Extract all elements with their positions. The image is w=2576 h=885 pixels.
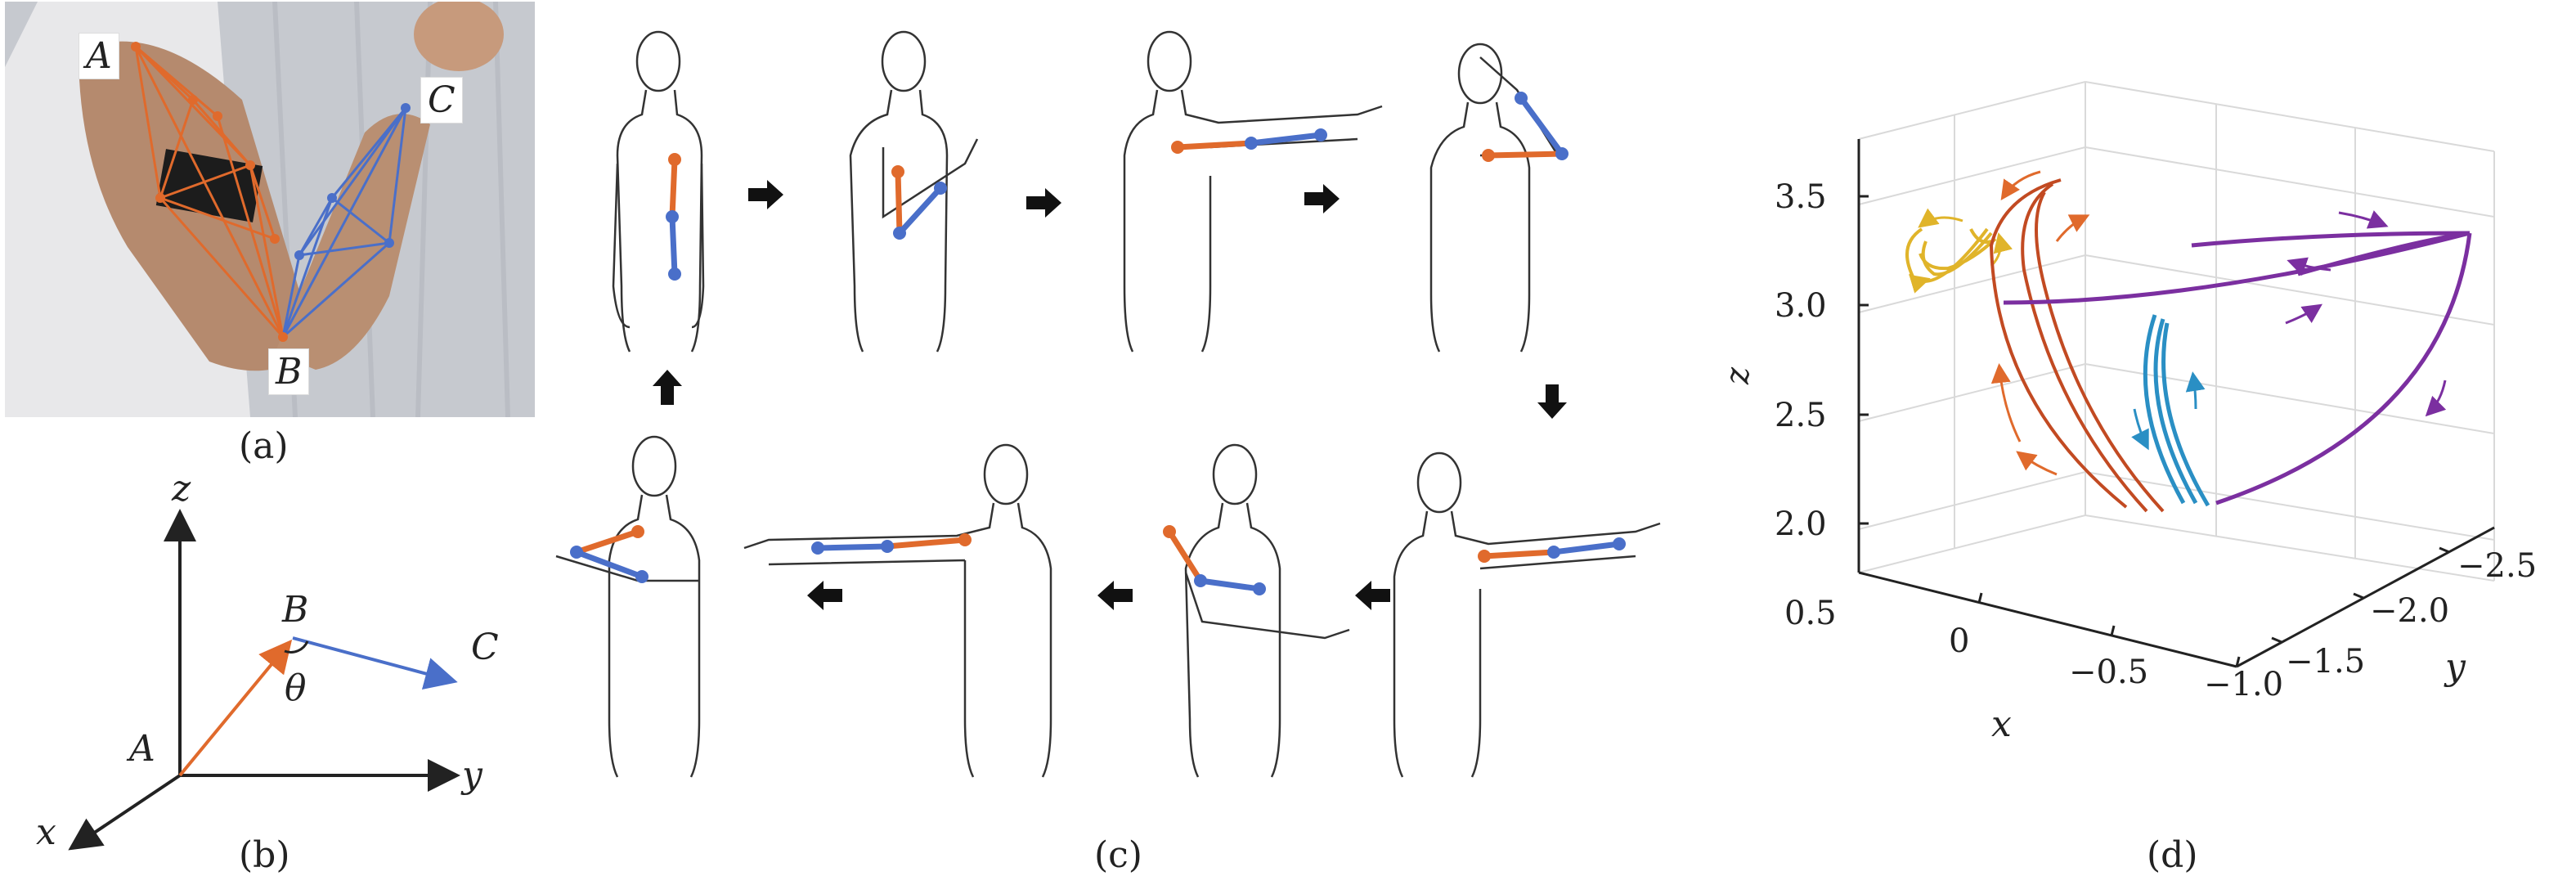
caption-d: (d) (2147, 834, 2198, 876)
red-arrow-3 (1990, 363, 2022, 442)
point-b-label: B (281, 589, 308, 631)
purple-trajectory (2003, 231, 2472, 505)
angle-arc (284, 640, 309, 654)
yellow-trajectory (1905, 227, 1997, 283)
vector-ab (178, 639, 293, 777)
axis-x-label: x (36, 811, 56, 851)
grid-box (1858, 81, 2495, 582)
caption-c: (c) (1094, 834, 1142, 876)
figure-5 (1393, 451, 1661, 778)
y-tick-3: −2.5 (2457, 547, 2537, 585)
forearm (275, 114, 430, 370)
axis-z-label: z (171, 468, 191, 510)
arm-photo (5, 0, 535, 418)
arm-segments (573, 95, 1622, 592)
caption-a: (a) (239, 425, 289, 467)
x-axis (68, 774, 182, 851)
flow-arrows (653, 180, 1567, 610)
teal-trajectory (2143, 314, 2210, 507)
axis-x-title: x (1991, 703, 2012, 745)
figure-8 (555, 435, 701, 778)
z-tick-2: 3.0 (1775, 287, 1827, 325)
marker-band (155, 149, 263, 222)
z-tick-1: 3.5 (1775, 178, 1827, 216)
red-arrow-4 (2016, 451, 2058, 476)
teal-arrow-2 (2185, 371, 2206, 410)
figure-7 (743, 443, 1052, 778)
orange-mesh (134, 45, 285, 338)
exercise-sequence (555, 30, 1661, 778)
x-tick-1: 0.5 (1784, 595, 1837, 632)
panel-c (540, 16, 1701, 802)
x-tick-2: 0 (1949, 622, 1969, 660)
joint-dots (570, 92, 1626, 595)
vector-bc (292, 636, 458, 690)
red-trajectory (1989, 178, 2165, 513)
photo-point-b-label: B (268, 348, 310, 395)
trajectory-plot: 3.5 3.0 2.5 2.0 0.5 0 −0.5 −1.0 −1.5 −2.… (1719, 81, 2537, 745)
axes (1857, 139, 2495, 668)
axis-y-title: y (2444, 646, 2466, 688)
mesh-nodes (131, 42, 411, 342)
point-c-label: C (471, 627, 499, 668)
point-a-label: A (126, 728, 155, 770)
figure-3 (1123, 30, 1383, 353)
ticks (1859, 195, 2450, 667)
panel-a: A B C (5, 0, 535, 418)
y-tick-2: −2.0 (2370, 592, 2449, 630)
photo-point-c-label: C (420, 77, 463, 124)
purple-arrow-2 (2287, 257, 2331, 276)
z-tick-3: 2.5 (1775, 397, 1827, 434)
purple-arrow-4 (2425, 380, 2447, 417)
figure-6 (1184, 443, 1350, 778)
purple-arrow-3 (2285, 303, 2322, 325)
caption-b: (b) (239, 834, 290, 876)
teal-arrow-1 (2131, 408, 2149, 451)
figure-2 (849, 30, 979, 353)
yellow-arrow-1 (1918, 208, 1963, 228)
purple-arrow-1 (2338, 210, 2389, 229)
panel-d: 3.5 3.0 2.5 2.0 0.5 0 −0.5 −1.0 −1.5 −2.… (1709, 57, 2576, 777)
y-tick-1: −1.5 (2286, 643, 2365, 681)
blue-mesh (281, 107, 407, 339)
red-arrow-2 (2055, 214, 2090, 242)
vector-diagram: z y x A B C θ (36, 468, 499, 853)
angle-theta-label: θ (285, 667, 307, 709)
figure-4 (1429, 43, 1560, 353)
z-tick-4: 2.0 (1775, 505, 1827, 543)
panel-b: z y x A B C θ (25, 466, 548, 853)
photo-point-a-label: A (79, 33, 119, 79)
fist (414, 0, 504, 71)
x-tick-3: −0.5 (2069, 654, 2148, 691)
x-tick-4: −1.0 (2204, 666, 2283, 703)
axis-y-label: y (460, 754, 483, 796)
yellow-arrow-2 (1908, 272, 1931, 294)
red-arrow-1 (2000, 170, 2041, 200)
axis-z-title: z (1719, 366, 1757, 385)
figure-1 (612, 30, 705, 353)
